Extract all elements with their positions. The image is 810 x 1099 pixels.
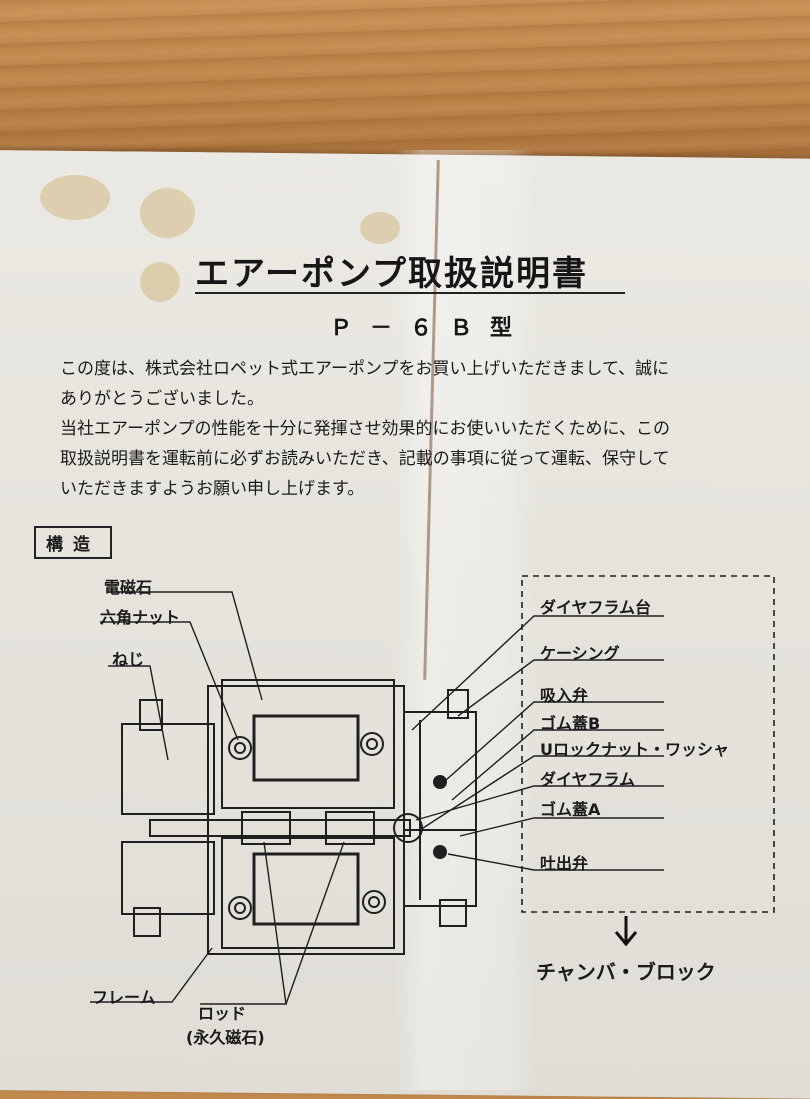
label-hex-nut: 六角ナット [100, 608, 181, 627]
model-number: Ｐ－６Ｂ型 [330, 316, 531, 341]
intro-line: いただきますようお願い申し上げます。 [60, 479, 365, 499]
label-screw: ねじ [112, 650, 145, 669]
label-u-lock-nut-washer: Uロックナット・ワッシャ [540, 740, 729, 759]
intro-line: ありがとうございました。 [60, 389, 264, 409]
hex-nut [234, 742, 246, 754]
rod-magnet-right [325, 811, 375, 845]
casing-upper-cap [447, 689, 469, 719]
section-heading-structure: 構造 [34, 526, 112, 559]
lower-electromagnet [221, 837, 395, 949]
label-diaphragm: ダイヤフラム [540, 770, 636, 789]
leader-frame [90, 947, 213, 1003]
leader-rubber-cap-b [451, 729, 664, 801]
label-rod: ロッド [198, 1004, 247, 1023]
hex-nut [228, 736, 252, 760]
diaphragm [393, 813, 423, 843]
label-rod-note: (永久磁石) [186, 1028, 265, 1047]
stain [140, 188, 195, 238]
casing [403, 711, 477, 907]
rod-magnet-left [241, 811, 291, 845]
upper-electromagnet [221, 679, 395, 809]
chamber-block-dashed-box [521, 575, 775, 913]
intro-paragraph: この度は、株式会社ロペット式エアーポンプをお買い上げいただきまして、誠に ありが… [60, 354, 770, 504]
label-diaphragm-base: ダイヤフラム台 [540, 598, 652, 617]
rod-shaft [149, 819, 411, 837]
lower-coil [252, 852, 360, 926]
wooden-table-background [0, 0, 810, 170]
upper-coil [252, 714, 360, 782]
leader-electromagnet [108, 591, 263, 701]
label-casing: ケーシング [540, 644, 620, 663]
hex-nut [234, 902, 246, 914]
label-rubber-cap-b: ゴム蓋B [540, 714, 601, 733]
leader-rubber-cap-a [459, 817, 664, 837]
hex-nut [366, 738, 378, 750]
discharge-valve [433, 845, 447, 859]
leader-hex-nut [100, 621, 239, 741]
label-frame: フレーム [92, 988, 156, 1007]
casing-lower-cap [439, 899, 467, 927]
label-rubber-cap-a: ゴム蓋A [540, 800, 601, 819]
intro-line: 取扱説明書を運転前に必ずお読みいただき、記載の事項に従って運転、保守して [60, 449, 670, 469]
hex-nut [228, 896, 252, 920]
stain [140, 262, 180, 302]
leader-discharge-valve [447, 853, 664, 871]
tape-strip [395, 150, 535, 1090]
hex-nut [368, 896, 380, 908]
leader-u-lock-nut [419, 755, 664, 831]
label-intake-valve: 吸入弁 [540, 686, 589, 705]
leader-diaphragm [415, 785, 664, 821]
intake-valve [433, 775, 447, 789]
screw-head [139, 699, 163, 731]
leader-casing [457, 659, 664, 717]
stain [360, 212, 400, 244]
leader-screw [108, 665, 169, 761]
down-arrow-icon [614, 916, 638, 947]
hex-nut [362, 890, 386, 914]
leader-diaphragm-base [411, 615, 664, 731]
screw-head-lower [133, 907, 161, 937]
leader-intake-valve [445, 701, 664, 781]
left-bracket-lower [121, 841, 215, 915]
left-bracket-upper [121, 723, 215, 815]
leader-rod [285, 841, 345, 1005]
intro-line: 当社エアーポンプの性能を十分に発揮させ効果的にお使いいただくために、この [60, 419, 670, 439]
label-discharge-valve: 吐出弁 [540, 854, 589, 873]
page-title: エアーポンプ取扱説明書 [195, 254, 588, 294]
label-chamber-block: チャンバ・ブロック [536, 960, 716, 984]
stain [40, 175, 110, 220]
hex-nut [360, 732, 384, 756]
title-underline [195, 292, 625, 294]
label-electromagnet: 電磁石 [104, 578, 153, 597]
intro-line: この度は、株式会社ロペット式エアーポンプをお買い上げいただきまして、誠に [60, 359, 670, 379]
